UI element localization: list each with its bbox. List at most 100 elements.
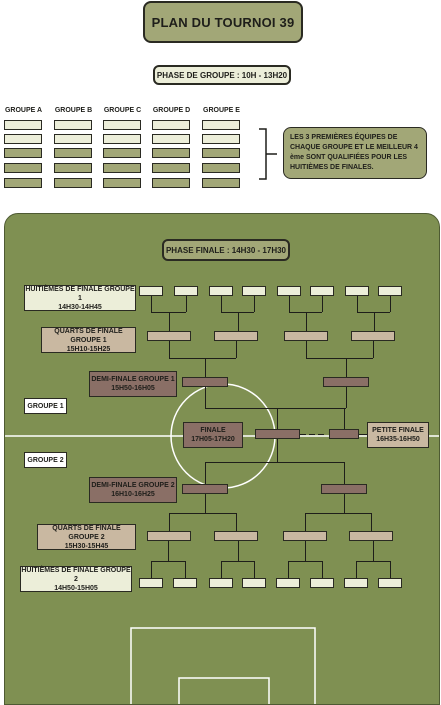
qf-match-box <box>214 531 258 541</box>
brace-icon <box>259 128 277 180</box>
bracket-line <box>305 312 307 331</box>
r16-match-box <box>276 578 300 588</box>
third-place-name: PETITE FINALE <box>372 427 424 434</box>
bracket-line <box>359 434 367 436</box>
bracket-line <box>221 561 223 578</box>
group-slot <box>202 148 240 158</box>
page-title: PLAN DU TOURNOI 39 <box>143 1 303 43</box>
r16-group2-name: HUITIÈMES DE FINALE GROUPE 2 <box>21 566 131 583</box>
bracket-line <box>151 561 153 578</box>
qf-match-box <box>147 331 191 341</box>
group-slot <box>103 134 141 144</box>
group-slot <box>202 120 240 130</box>
bracket-line <box>254 561 256 578</box>
bracket-line <box>344 408 346 429</box>
qf-group2-time: 15H30-15H45 <box>64 542 109 550</box>
bracket-line <box>344 494 346 513</box>
r16-match-box <box>242 578 266 588</box>
sf-group1-label: DEMI-FINALE GROUPE 1 15H50-16H05 <box>89 371 177 397</box>
group-a-label: GROUPE A <box>4 107 43 114</box>
bracket-line <box>169 341 171 358</box>
sf-match-box <box>182 377 228 387</box>
bracket-line <box>205 408 277 410</box>
bracket-line <box>322 296 324 312</box>
qf-group1-name: QUARTS DE FINALE GROUPE 1 <box>54 327 123 344</box>
r16-match-box <box>277 286 301 296</box>
bracket-line <box>357 296 359 312</box>
bracket-line <box>151 561 185 563</box>
qf-match-box <box>349 531 393 541</box>
bracket-line <box>305 541 307 561</box>
group-slot <box>4 148 42 158</box>
final-time: 17H05-17H20 <box>191 436 235 443</box>
r16-match-box <box>310 286 334 296</box>
qf-match-box <box>284 331 328 341</box>
bracket-line <box>151 296 153 312</box>
bracket-line <box>300 434 306 436</box>
group-slot <box>152 163 190 173</box>
bracket-line <box>356 561 390 563</box>
r16-match-box <box>242 286 266 296</box>
bracket-line <box>236 513 238 531</box>
sf-group1-time: 15H50-16H05 <box>111 385 155 392</box>
bracket-line <box>373 541 375 561</box>
r16-group1-time: 14H30-14H45 <box>58 303 102 311</box>
group-slot <box>202 178 240 188</box>
bracket-line <box>237 312 239 331</box>
r16-group1-label: HUITIÈMES DE FINALE GROUPE 1 14H30-14H45 <box>24 285 136 311</box>
qf-group1-label: QUARTS DE FINALE GROUPE 1 15H10-15H25 <box>41 327 136 353</box>
group-d-label: GROUPE D <box>152 107 191 114</box>
group-c-label: GROUPE C <box>103 107 142 114</box>
bracket-line <box>306 358 373 360</box>
group-slot <box>54 178 92 188</box>
bracket-line <box>237 541 239 561</box>
bracket-line <box>169 513 171 531</box>
group-slot <box>4 134 42 144</box>
bracket-line <box>305 513 307 531</box>
qf-match-box <box>351 331 395 341</box>
final-label: FINALE 17H05-17H20 <box>183 422 243 448</box>
bracket-line <box>205 462 344 464</box>
group-slot <box>152 120 190 130</box>
group-slot <box>54 120 92 130</box>
final-phase-label: PHASE FINALE : 14H30 - 17H30 <box>162 239 290 261</box>
r16-match-box <box>345 286 369 296</box>
r16-match-box <box>378 286 402 296</box>
group-slot <box>202 134 240 144</box>
bracket-line <box>289 296 291 312</box>
bracket-line <box>288 561 322 563</box>
r16-match-box <box>139 578 163 588</box>
group-slot <box>4 120 42 130</box>
bracket-line <box>185 561 187 578</box>
r16-match-box <box>139 286 163 296</box>
bracket-line <box>322 561 324 578</box>
group-slot <box>54 163 92 173</box>
bracket-line <box>288 561 290 578</box>
qf-match-box <box>283 531 327 541</box>
bracket-line <box>254 296 256 312</box>
group-slot <box>4 163 42 173</box>
qf-match-box <box>214 331 258 341</box>
group-slot <box>4 178 42 188</box>
group-slot <box>54 148 92 158</box>
sf-match-box <box>323 377 369 387</box>
group-slot <box>152 178 190 188</box>
sf-group2-time: 16H10-16H25 <box>111 491 155 498</box>
bracket-line <box>169 358 236 360</box>
r16-match-box <box>173 578 197 588</box>
r16-group2-time: 14H50-15H05 <box>54 584 98 592</box>
r16-match-box <box>209 286 233 296</box>
group-e-label: GROUPE E <box>203 107 240 114</box>
bracket-line <box>390 561 392 578</box>
bracket-line <box>236 341 238 358</box>
group-slot <box>103 148 141 158</box>
group-slot <box>152 134 190 144</box>
bracket-line <box>356 561 358 578</box>
bracket-line <box>277 439 279 462</box>
bracket-line <box>205 387 207 408</box>
group2-label: GROUPE 2 <box>24 452 67 468</box>
bracket-line <box>168 312 170 331</box>
third-place-label: PETITE FINALE 16H35-16H50 <box>367 422 429 448</box>
sf-group1-name: DEMI-FINALE GROUPE 1 <box>91 376 175 383</box>
qf-group1-time: 15H10-15H25 <box>66 345 111 353</box>
